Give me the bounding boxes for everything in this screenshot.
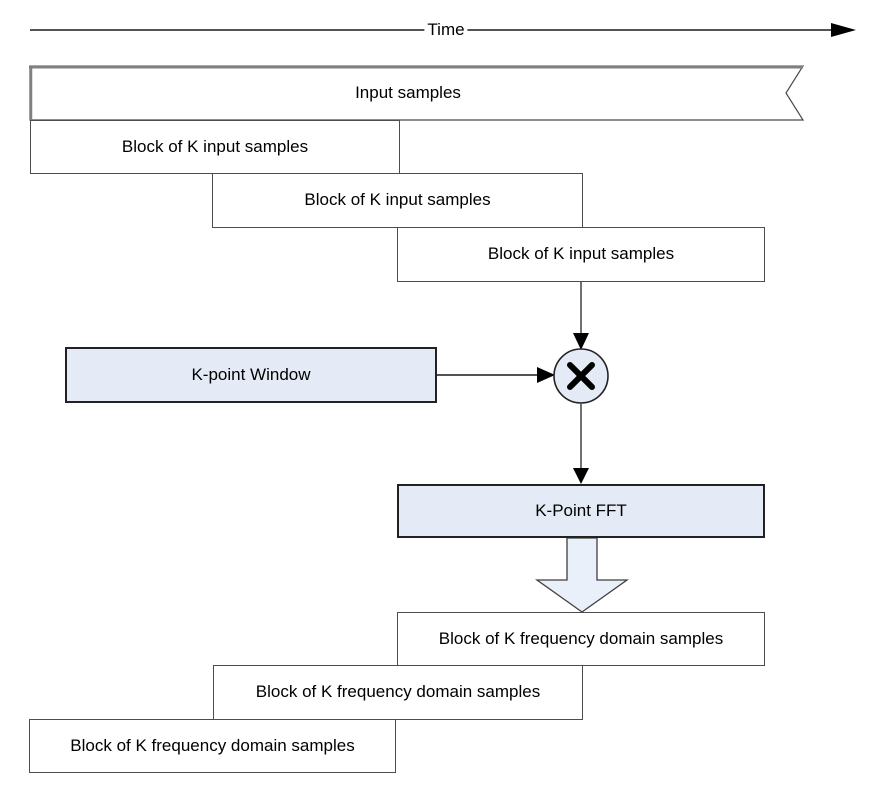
input-block-1-label: Block of K input samples — [121, 136, 309, 156]
block-to-multiplier-arrowhead-icon — [573, 333, 589, 350]
input-stream-label: Input samples — [355, 83, 461, 102]
fft-output-block-arrow-icon — [534, 537, 630, 613]
time-arrowhead-icon — [831, 23, 856, 37]
multiplier-to-fft-arrowhead-icon — [573, 468, 589, 484]
multiply-x-stroke-2 — [567, 362, 595, 390]
window-box-label: K-point Window — [191, 364, 311, 384]
freq-block-2-label: Block of K frequency domain samples — [255, 682, 541, 702]
fft-box: K-Point FFT — [397, 484, 765, 538]
freq-block-1: Block of K frequency domain samples — [397, 612, 765, 666]
freq-block-1-label: Block of K frequency domain samples — [438, 628, 724, 648]
input-block-3: Block of K input samples — [397, 227, 765, 282]
time-axis-label: Time — [424, 20, 468, 40]
window-box: K-point Window — [65, 347, 437, 403]
freq-block-2: Block of K frequency domain samples — [213, 665, 583, 720]
window-to-multiplier-arrowhead-icon — [537, 367, 555, 383]
freq-block-3-label: Block of K frequency domain samples — [70, 735, 355, 755]
input-block-1: Block of K input samples — [30, 120, 400, 174]
input-block-2: Block of K input samples — [212, 173, 583, 228]
input-block-3-label: Block of K input samples — [487, 244, 675, 264]
input-block-2-label: Block of K input samples — [304, 190, 491, 210]
freq-block-3: Block of K frequency domain samples — [29, 719, 396, 773]
fft-box-label: K-Point FFT — [535, 500, 627, 520]
